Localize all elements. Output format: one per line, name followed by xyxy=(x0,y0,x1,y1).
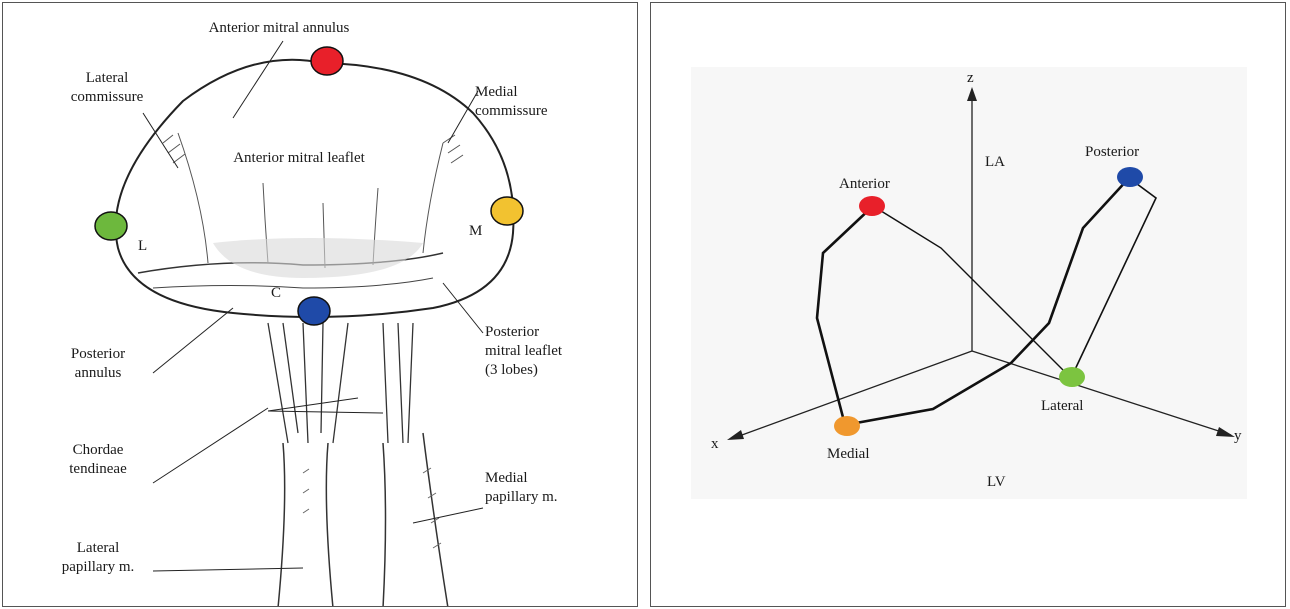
mitral-valve-anatomy-panel: Anterior mitral annulus Lateral commissu… xyxy=(2,2,638,607)
label-lateral-papillary: Lateral papillary m. xyxy=(43,539,153,577)
lateral-point xyxy=(1059,367,1085,387)
posterior-point-label: Posterior xyxy=(1085,143,1139,162)
leader-posterior-leaflet xyxy=(443,283,483,333)
anterior-marker xyxy=(311,47,343,75)
anterior-point xyxy=(859,196,885,216)
label-posterior-annulus: Posterior annulus xyxy=(43,345,153,383)
region-lv-label: LV xyxy=(987,473,1006,492)
coordinate-diagram xyxy=(651,3,1286,607)
leader-chordae-c xyxy=(268,411,383,413)
label-medial-commissure: Medial commissure xyxy=(475,83,575,121)
leader-chordae-a xyxy=(153,408,268,483)
medial-point-label: Medial xyxy=(827,445,870,464)
label-marker-c: C xyxy=(271,284,281,303)
medial-papillary-muscle xyxy=(383,433,448,607)
z-axis-label: z xyxy=(967,69,974,88)
label-lateral-commissure: Lateral commissure xyxy=(57,69,157,107)
annulus-3d-coordinate-panel: z y x LA LV Anterior Posterior Lateral M… xyxy=(650,2,1286,607)
medial-marker xyxy=(491,197,523,225)
label-marker-m: M xyxy=(469,222,482,241)
leader-posterior-annulus xyxy=(153,308,233,373)
label-anterior-annulus: Anterior mitral annulus xyxy=(169,19,389,38)
lateral-papillary-muscle xyxy=(278,443,333,607)
label-posterior-leaflet: Posterior mitral leaflet (3 lobes) xyxy=(485,323,615,380)
region-la-label: LA xyxy=(985,153,1005,172)
posterior-marker xyxy=(298,297,330,325)
lateral-marker xyxy=(95,212,127,240)
y-axis-label: y xyxy=(1234,427,1242,446)
leader-medial-papillary xyxy=(413,508,483,523)
annulus-outline xyxy=(116,60,514,317)
chordae-bundle xyxy=(268,323,413,443)
posterior-point xyxy=(1117,167,1143,187)
label-anterior-leaflet: Anterior mitral leaflet xyxy=(199,149,399,168)
label-chordae-tendineae: Chordae tendineae xyxy=(43,441,153,479)
medial-point xyxy=(834,416,860,436)
leader-medial-commissure xyxy=(448,91,478,143)
x-axis-label: x xyxy=(711,435,719,454)
label-medial-papillary: Medial papillary m. xyxy=(485,469,605,507)
anterior-point-label: Anterior xyxy=(839,175,890,194)
lateral-point-label: Lateral xyxy=(1041,397,1083,416)
leader-anterior-annulus xyxy=(233,41,283,118)
label-marker-l: L xyxy=(138,237,147,256)
